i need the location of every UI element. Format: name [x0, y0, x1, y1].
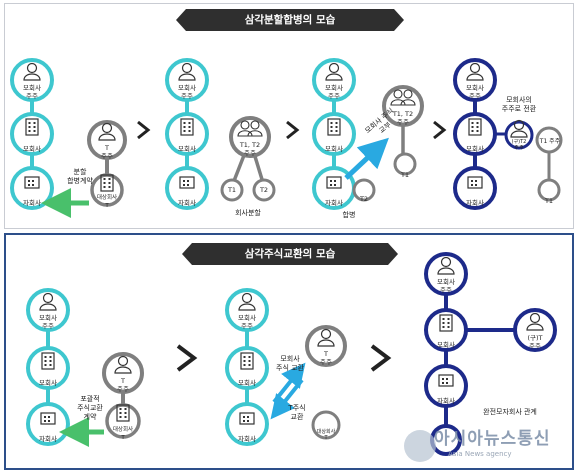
t1-node: [537, 178, 561, 202]
node-label: 모회사 주주: [39, 314, 57, 330]
parent-company-node: [225, 346, 269, 390]
node-label: 모회사 주주: [466, 84, 484, 100]
t1-node: [220, 178, 244, 202]
watermark-main: 아시아뉴스통신: [434, 429, 551, 449]
node-label: T1, T2 주주: [239, 141, 261, 157]
node-label: 자회사: [39, 435, 57, 443]
step-arrow: [176, 344, 198, 372]
parent-company-node: [165, 112, 209, 156]
node-label: T 주주: [320, 350, 332, 366]
step-arrow: [433, 120, 447, 140]
step-arrow: [370, 344, 392, 372]
node-label: T2: [259, 186, 269, 194]
node-label: T 주주: [117, 377, 129, 393]
node-label: 대상회사 T: [112, 427, 134, 441]
node-label: 자회사: [437, 397, 455, 405]
target-company-node: [311, 410, 341, 440]
edge-label: 합병: [342, 211, 356, 219]
top-title: 삼각분할합병의 모습: [176, 9, 404, 31]
node-label: T1 주주: [539, 138, 561, 145]
node-label: 모회사 주주: [325, 84, 343, 100]
node-label: 모회사 주주: [23, 84, 41, 100]
parent-company-node: [26, 346, 70, 390]
edge-label: 포괄적 주식교환 계약: [77, 395, 103, 421]
parent-company-node: [10, 112, 54, 156]
parent-company-node: [312, 112, 356, 156]
node-label: (구)T2 주주: [511, 139, 527, 151]
edge-label: 분할 합병계약: [67, 168, 93, 185]
node-label: 자회사: [466, 199, 484, 207]
step-arrow: [286, 120, 300, 140]
t1t2-shareholder-node: [382, 85, 424, 127]
watermark-logo-icon: [404, 430, 436, 462]
node-label: 모회사: [437, 341, 455, 349]
node-label: 자회사: [23, 199, 41, 207]
node-label: 대상회사 T: [316, 429, 336, 441]
node-label: 모회사: [325, 145, 343, 153]
edge-label: 모회사 주식 교환: [276, 355, 304, 372]
t1-shareholder-node: [535, 126, 563, 154]
node-label: 모회사 주주: [178, 84, 196, 100]
t1-node: [393, 152, 417, 176]
node-label: 모회사: [23, 145, 41, 153]
bottom-title: 삼각주식교환의 모습: [182, 243, 398, 265]
node-label: T1, T2 주주: [392, 110, 414, 126]
parent-company-node: [453, 112, 497, 156]
t1t2-shareholder-node: [229, 116, 271, 158]
node-label: T1: [544, 197, 554, 205]
t2-node: [352, 178, 376, 202]
edge-label: 모회사의 주주로 전환: [501, 96, 537, 113]
share-delivery-arrow: [344, 137, 389, 180]
node-label: 모회사: [238, 379, 256, 387]
edge-label: 회사분할: [235, 209, 261, 217]
old-t2-shareholder-node: [504, 120, 534, 150]
node-label: 모회사 주주: [437, 278, 455, 294]
step-arrow: [137, 120, 151, 140]
node-label: T2: [359, 195, 369, 203]
t2-node: [252, 178, 276, 202]
node-label: (구)T 주주: [527, 334, 543, 350]
node-label: 자회사: [178, 199, 196, 207]
parent-company-node: [424, 308, 468, 352]
watermark: 아시아뉴스통신 Asia News agency: [404, 424, 574, 470]
node-label: 모회사 주주: [238, 314, 256, 330]
node-label: 모회사: [39, 379, 57, 387]
node-label: 모회사: [466, 145, 484, 153]
node-label: 대상회사 T: [96, 195, 118, 209]
node-label: 모회사: [178, 145, 196, 153]
node-label: T1: [227, 186, 237, 194]
node-label: 자회사: [238, 435, 256, 443]
t-share-exchange-arrow: [270, 378, 304, 420]
node-label: T 주주: [101, 144, 113, 160]
node-label: T1: [400, 171, 410, 179]
watermark-sub: Asia News agency: [448, 450, 512, 458]
edge-label: 완전모자회사 관계: [483, 408, 537, 416]
edge-label: T주식 교환: [288, 404, 306, 421]
node-label: 자회사: [325, 199, 343, 207]
